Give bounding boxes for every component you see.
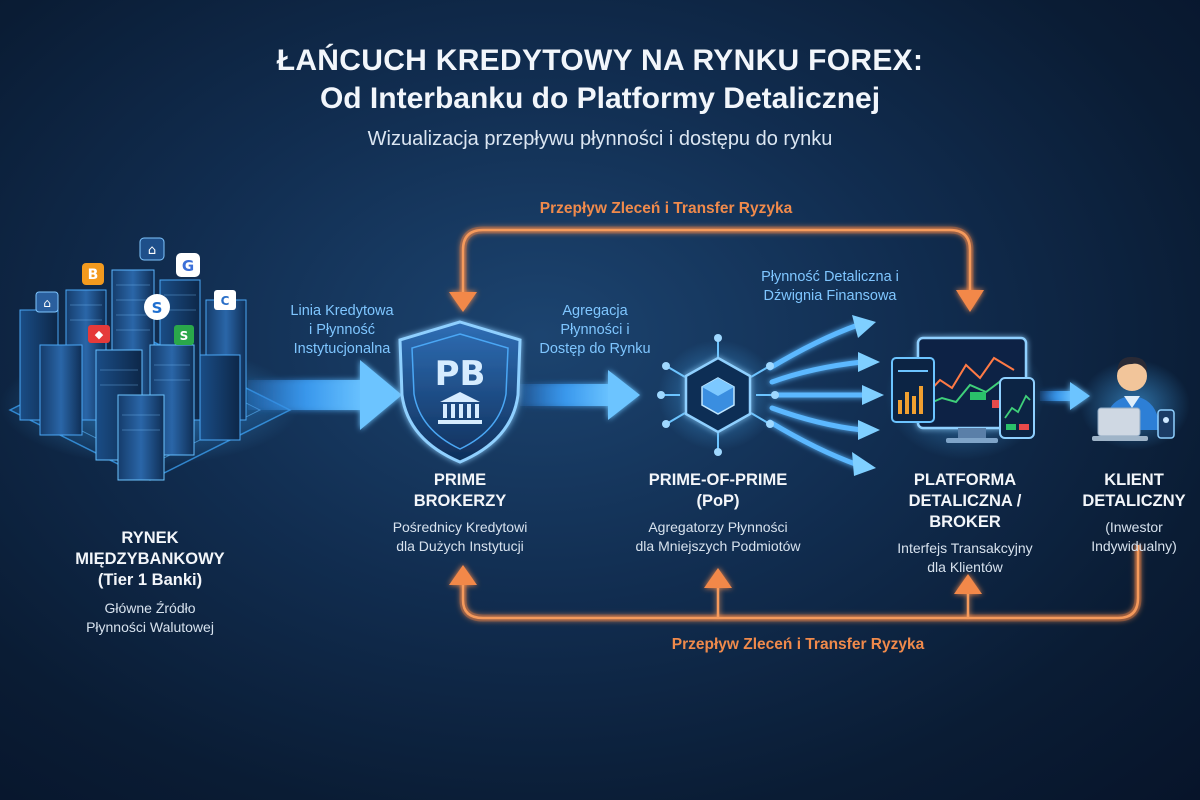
aggregation-label-line: Dostęp do Rynku bbox=[539, 341, 651, 357]
aggregation-arrow bbox=[520, 370, 640, 420]
aggregation-label: Agregacja Płynności i Dostęp do Rynku bbox=[515, 302, 675, 359]
credit-line-label-line: Linia Kredytowa bbox=[290, 303, 394, 319]
bottom-flow-loop bbox=[449, 545, 1142, 622]
node-interbank: RYNEK MIĘDZYBANKOWY (Tier 1 Banki) Główn… bbox=[40, 528, 260, 637]
credit-line-label-line: Instytucjonalna bbox=[293, 341, 391, 357]
node-prime-brokers-name: BROKERZY bbox=[413, 492, 507, 510]
node-retail-platform: PLATFORMA DETALICZNA / BROKER Interfejs … bbox=[870, 470, 1060, 577]
svg-text:⌂: ⌂ bbox=[148, 243, 156, 258]
city-skyline-icon: B ⌂ G ⌂ S C ◆ S bbox=[0, 237, 300, 481]
page-title: ŁAŃCUCH KREDYTOWY NA RYNKU FOREX: bbox=[276, 44, 924, 77]
retail-fan-arrows bbox=[767, 322, 869, 468]
retail-liquidity-label: Płynność Detaliczna i Dźwignia Finansowa bbox=[730, 268, 930, 306]
node-interbank-name: (Tier 1 Banki) bbox=[97, 571, 203, 589]
pb-badge-text: PB bbox=[435, 354, 486, 394]
node-client-desc: (Inwestor bbox=[1105, 519, 1163, 535]
node-retail-client: KLIENT DETALICZNY (Inwestor Indywidualny… bbox=[1068, 470, 1200, 556]
node-prime-brokers: PRIME BROKERZY Pośrednicy Kredytowi dla … bbox=[360, 470, 560, 556]
node-platform-desc: Interfejs Transakcyjny bbox=[897, 540, 1033, 556]
svg-text:S: S bbox=[180, 329, 189, 343]
node-interbank-name: RYNEK bbox=[121, 529, 179, 547]
retail-fan-arrowheads bbox=[852, 315, 884, 476]
page-subtitle: Wizualizacja przepływu płynności i dostę… bbox=[367, 128, 833, 150]
credit-line-label: Linia Kredytowa i Płynność Instytucjonal… bbox=[262, 302, 422, 359]
svg-text:C: C bbox=[221, 294, 230, 308]
credit-line-label-line: i Płynność bbox=[308, 322, 376, 338]
node-interbank-name: MIĘDZYBANKOWY bbox=[75, 550, 225, 568]
platform-to-client-arrow bbox=[1040, 382, 1090, 410]
node-pop-name: PRIME-OF-PRIME bbox=[648, 471, 788, 489]
shield-bank-icon: PB bbox=[390, 320, 530, 464]
node-interbank-desc: Główne Źródło bbox=[104, 600, 196, 616]
node-prime-brokers-desc: Pośrednicy Kredytowi bbox=[392, 519, 528, 535]
node-platform-name: BROKER bbox=[929, 513, 1001, 531]
hexagon-network-icon bbox=[657, 334, 779, 456]
node-client-name: KLIENT bbox=[1104, 471, 1164, 489]
svg-text:⌂: ⌂ bbox=[43, 296, 51, 310]
investor-laptop-icon bbox=[1080, 356, 1190, 450]
node-prime-of-prime: PRIME-OF-PRIME (PoP) Agregatorzy Płynnoś… bbox=[608, 470, 828, 556]
retail-liquidity-label-line: Dźwignia Finansowa bbox=[763, 288, 897, 304]
node-pop-desc: dla Mniejszych Podmiotów bbox=[635, 538, 801, 554]
trading-screens-icon bbox=[885, 330, 1045, 460]
page-title-line2: Od Interbanku do Platformy Detalicznej bbox=[319, 82, 881, 115]
node-platform-name: DETALICZNA / bbox=[908, 492, 1022, 510]
retail-liquidity-label-line: Płynność Detaliczna i bbox=[761, 269, 899, 285]
svg-text:◆: ◆ bbox=[95, 328, 104, 341]
bottom-flow-label: Przepływ Zleceń i Transfer Ryzyka bbox=[671, 636, 925, 653]
node-prime-brokers-desc: dla Dużych Instytucji bbox=[396, 538, 524, 554]
node-pop-name: (PoP) bbox=[696, 492, 740, 510]
svg-text:G: G bbox=[182, 257, 194, 275]
node-prime-brokers-name: PRIME bbox=[433, 471, 487, 489]
node-pop-desc: Agregatorzy Płynności bbox=[648, 519, 788, 535]
svg-text:B: B bbox=[88, 267, 99, 283]
node-client-name: DETALICZNY bbox=[1082, 492, 1186, 510]
node-client-desc: Indywidualny) bbox=[1091, 538, 1177, 554]
node-platform-desc: dla Klientów bbox=[927, 559, 1003, 575]
top-flow-label: Przepływ Zleceń i Transfer Ryzyka bbox=[539, 200, 793, 217]
node-platform-name: PLATFORMA bbox=[913, 471, 1017, 489]
credit-line-arrow bbox=[248, 360, 402, 430]
aggregation-label-line: Agregacja bbox=[562, 303, 628, 319]
top-flow-loop bbox=[449, 226, 984, 312]
aggregation-label-line: Płynności i bbox=[560, 322, 630, 338]
node-interbank-desc: Płynności Walutowej bbox=[86, 619, 214, 635]
svg-text:S: S bbox=[152, 299, 163, 317]
